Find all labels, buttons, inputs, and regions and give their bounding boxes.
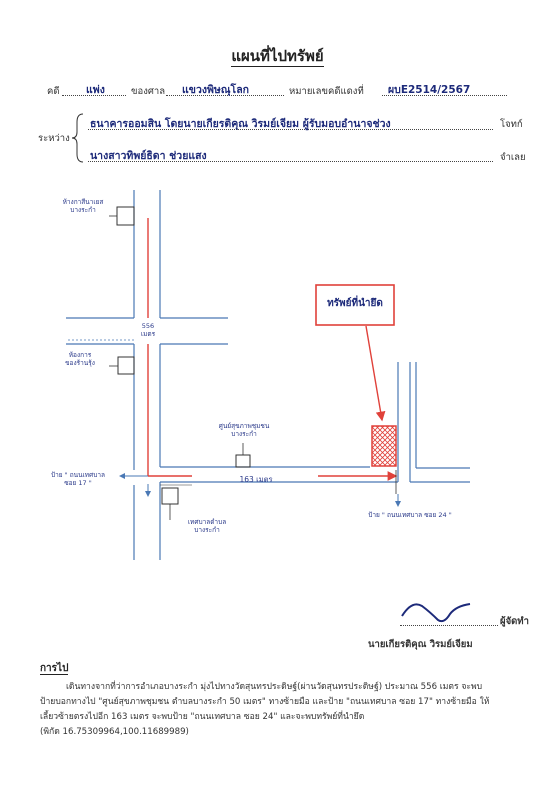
building-top-left — [116, 206, 135, 226]
directions-coordinates: (พิกัด 16.75309964,100.11689989) — [40, 727, 189, 737]
main-road — [66, 190, 470, 560]
building-bottom — [161, 487, 179, 505]
label-distance-556: 556 เมตร — [140, 322, 156, 338]
label-distance-163: 163 เมตร — [239, 475, 273, 484]
case-type: แพ่ง — [86, 84, 105, 96]
directions-heading: การไป — [40, 663, 69, 675]
directions-body: เดินทางจากที่ว่าการอำเภอบางระกำ มุ่งไปทา… — [40, 680, 530, 740]
signature-role: ผู้จัดทำ — [500, 616, 529, 627]
label-bottom-building: เทศบาลตำบล บางระกำ — [187, 518, 227, 534]
case-number-label: หมายเลขคดีแดงที่ — [289, 86, 364, 97]
building-health-center — [235, 454, 251, 468]
plaintiff-role: โจทก์ — [500, 119, 523, 130]
defendant-role: จำเลย — [500, 152, 526, 163]
signature-line — [400, 625, 498, 626]
case-number-line — [382, 95, 507, 96]
directions-line-1: เดินทางจากที่ว่าการอำเภอบางระกำ มุ่งไปทา… — [66, 682, 483, 692]
defendant-line — [88, 161, 493, 162]
label-top-left-building: ห้างกาสีนาเยส บางระกำ — [62, 198, 104, 214]
page-title: แผนที่ไปทรัพย์ — [231, 47, 324, 67]
label-left-mid-building: ห้องการ ของร้านรุ้ง — [65, 351, 95, 367]
signature-image — [401, 603, 471, 623]
signer-name: นายเกียรติคุณ วิรมย์เจียม — [368, 639, 473, 650]
property-marker — [371, 425, 397, 467]
case-label: คดี — [47, 86, 60, 97]
case-number: ผบE2514/2567 — [388, 84, 471, 96]
property-label-box — [315, 284, 395, 326]
label-left-sign: ป้าย " ถนนเทศบาล ซอย 17 " — [51, 471, 105, 487]
case-type-line — [62, 95, 126, 96]
defendant-name: นางสาวทิพย์ธิดา ช่วยแสง — [90, 150, 207, 162]
court-name: แขวงพิษณุโลก — [182, 84, 249, 96]
label-bottom-sign: ป้าย " ถนนเทศบาล ซอย 24 " — [368, 511, 452, 519]
court-label: ของศาล — [131, 86, 166, 97]
building-left-mid — [117, 356, 135, 375]
directions-line-3: เลี้ยวซ้ายตรงไปอีก 163 เมตร จะพบป้าย "ถน… — [40, 712, 365, 722]
label-health-center: ศูนย์สุขภาพชุมชน บางระกำ — [218, 422, 270, 438]
label-property: ทรัพย์ที่นำยึด — [327, 298, 383, 309]
plaintiff-name: ธนาคารออมสิน โดยนายเกียรติคุณ วิรมย์เจีย… — [90, 118, 391, 130]
court-name-line — [166, 95, 284, 96]
plaintiff-line — [88, 129, 493, 130]
map-drawing — [66, 190, 470, 560]
between-label: ระหว่าง — [38, 133, 70, 144]
route-line — [147, 218, 398, 481]
brace-icon — [71, 113, 84, 163]
directions-line-2: ป้ายบอกทางไป "ศูนย์สุขภาพชุมชน ตำบลบางระ… — [40, 697, 490, 707]
